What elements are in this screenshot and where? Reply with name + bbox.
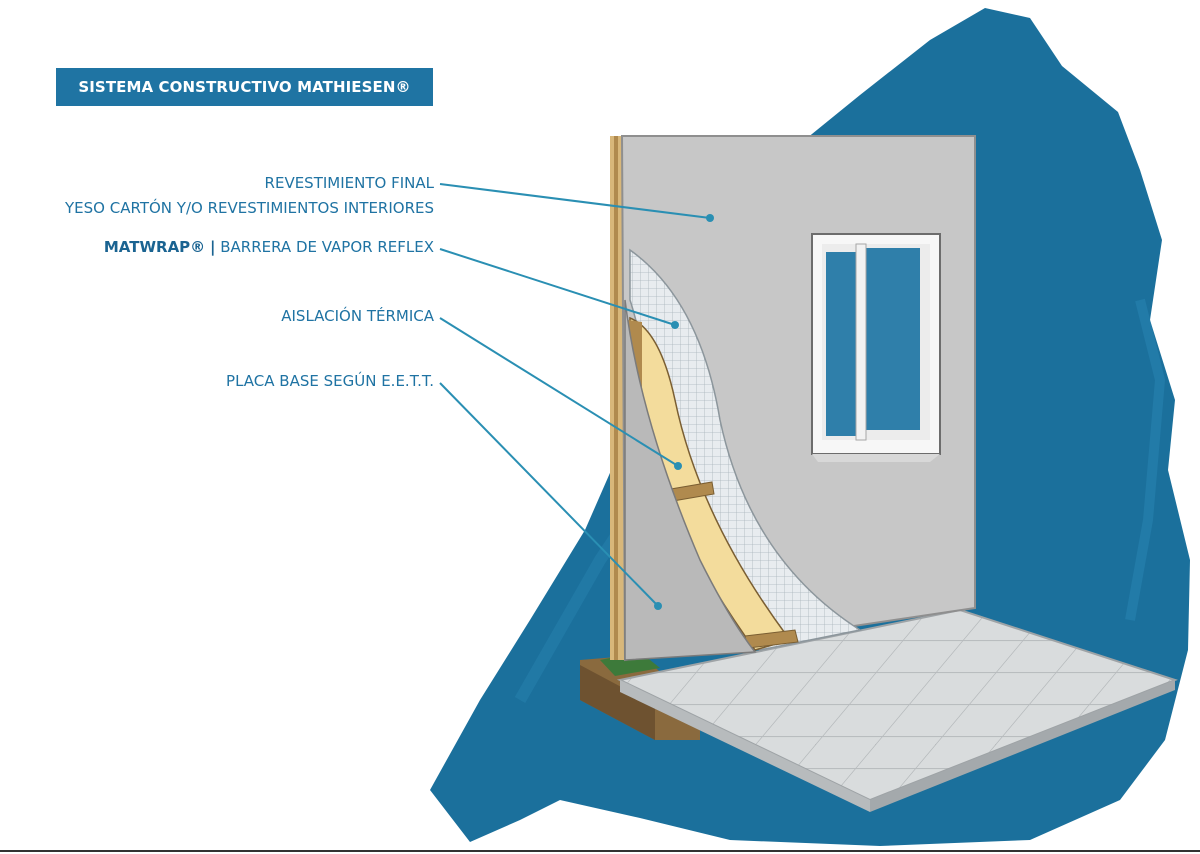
leader-line-placa-base xyxy=(439,382,659,607)
leader-dots xyxy=(654,214,714,610)
window-glass-left xyxy=(826,252,856,436)
matwrap-text: BARRERA DE VAPOR REFLEX xyxy=(220,238,434,256)
leader-lines xyxy=(439,183,711,607)
leader-line-aislacion xyxy=(439,317,679,467)
label-matwrap: MATWRAP® | BARRERA DE VAPOR REFLEX xyxy=(104,235,434,260)
leader-line-matwrap xyxy=(439,248,676,326)
label-revestimiento-line2: YESO CARTÓN Y/O REVESTIMIENTOS INTERIORE… xyxy=(65,199,434,217)
leader-line-revestimiento xyxy=(439,183,711,219)
matwrap-brand: MATWRAP® xyxy=(103,238,206,256)
title-badge: SISTEMA CONSTRUCTIVO MATHIESEN® xyxy=(56,68,433,106)
label-aislacion-termica: AISLACIÓN TÉRMICA xyxy=(281,307,434,325)
label-revestimiento-final: REVESTIMIENTO FINAL YESO CARTÓN Y/O REVE… xyxy=(65,171,434,221)
bottom-divider xyxy=(0,850,1200,852)
window-glass-right xyxy=(866,248,920,430)
label-revestimiento-line1: REVESTIMIENTO FINAL xyxy=(264,174,434,192)
label-placa-base: PLACA BASE SEGÚN E.E.T.T. xyxy=(226,372,434,390)
matwrap-separator: | xyxy=(209,238,216,256)
base-board-layer xyxy=(624,299,757,661)
